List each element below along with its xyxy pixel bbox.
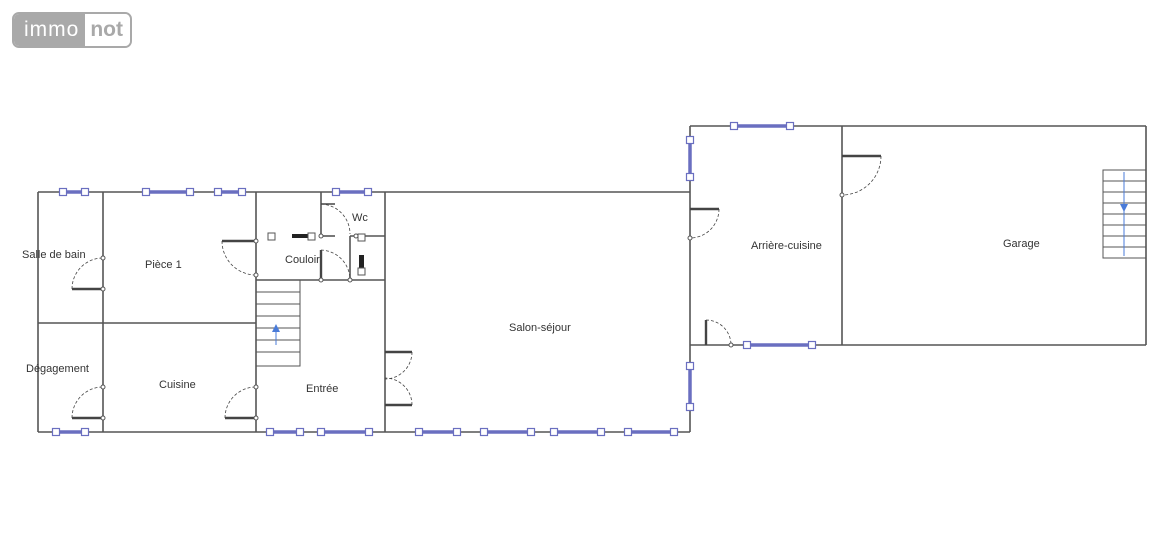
fixture-square-icon bbox=[357, 267, 366, 276]
doors bbox=[71, 154, 882, 420]
label-couloir: Couloir bbox=[285, 254, 320, 266]
window-frame-icon bbox=[685, 172, 695, 182]
label-piece-1: Pièce 1 bbox=[145, 259, 182, 271]
door-cuisine-icon bbox=[224, 386, 257, 420]
radiator-icon bbox=[292, 234, 310, 238]
window-frame-icon bbox=[685, 135, 695, 145]
window-frame-icon bbox=[185, 187, 195, 197]
window-frame-icon bbox=[51, 427, 61, 437]
door-garage-icon bbox=[841, 154, 882, 196]
walls bbox=[37, 125, 1147, 433]
window-frame-icon bbox=[623, 427, 633, 437]
window-frame-icon bbox=[295, 427, 305, 437]
window-frame-icon bbox=[141, 187, 151, 197]
window-frame-icon bbox=[685, 402, 695, 412]
window-frame-icon bbox=[785, 121, 795, 131]
window-frame-icon bbox=[213, 187, 223, 197]
window-frame-icon bbox=[414, 427, 424, 437]
door-bath-icon bbox=[71, 257, 104, 291]
immonot-logo: immo not bbox=[12, 12, 132, 48]
logo-text-not: not bbox=[85, 14, 130, 46]
window-frame-icon bbox=[265, 427, 275, 437]
fixture-square-icon bbox=[267, 232, 276, 241]
fixtures bbox=[267, 232, 366, 276]
fixture-square-icon bbox=[357, 233, 366, 242]
window-frame-icon bbox=[237, 187, 247, 197]
window-frame-icon bbox=[316, 427, 326, 437]
door-arriere-icon bbox=[689, 207, 720, 239]
label-wc: Wc bbox=[352, 212, 368, 224]
door-salon-lower-icon bbox=[384, 377, 413, 407]
label-arriere-cuisine: Arrière-cuisine bbox=[751, 240, 822, 252]
label-salle-de-bain: Salle de bain bbox=[22, 249, 86, 261]
window-frame-icon bbox=[479, 427, 489, 437]
door-wc-icon bbox=[320, 203, 351, 235]
room-labels: Salle de bain Pièce 1 Wc Couloir Dégagem… bbox=[22, 212, 1040, 395]
logo-text-immo: immo bbox=[14, 14, 86, 46]
window-frame-icon bbox=[669, 427, 679, 437]
window-frame-icon bbox=[526, 427, 536, 437]
door-salon-upper-icon bbox=[384, 350, 413, 380]
window-frame-icon bbox=[363, 187, 373, 197]
label-salon-sejour: Salon-séjour bbox=[509, 322, 571, 334]
window-frame-icon bbox=[58, 187, 68, 197]
staircase-main bbox=[255, 279, 301, 367]
wall-junctions bbox=[100, 192, 845, 421]
window-frame-icon bbox=[452, 427, 462, 437]
label-garage: Garage bbox=[1003, 238, 1040, 250]
window-frame-icon bbox=[685, 361, 695, 371]
window-frame-icon bbox=[729, 121, 739, 131]
window-frame-icon bbox=[807, 340, 817, 350]
label-degagement: Dégagement bbox=[26, 363, 89, 375]
garage-stair-arrow-down-icon bbox=[1120, 204, 1128, 212]
stair-arrow-up-icon bbox=[272, 324, 280, 332]
window-frame-icon bbox=[80, 187, 90, 197]
door-couloir-icon bbox=[319, 249, 351, 281]
door-degagement-icon bbox=[71, 386, 104, 420]
window-frame-icon bbox=[80, 427, 90, 437]
label-cuisine: Cuisine bbox=[159, 379, 196, 391]
window-frame-icon bbox=[742, 340, 752, 350]
window-frame-icon bbox=[596, 427, 606, 437]
window-frame-icon bbox=[331, 187, 341, 197]
door-exterior-icon bbox=[704, 319, 732, 346]
windows bbox=[51, 121, 817, 437]
label-entree: Entrée bbox=[306, 383, 338, 395]
radiator-vertical-icon bbox=[359, 255, 364, 273]
window-frame-icon bbox=[364, 427, 374, 437]
fixture-square-icon bbox=[307, 232, 316, 241]
door-piece1-icon bbox=[221, 239, 257, 276]
window-frame-icon bbox=[549, 427, 559, 437]
